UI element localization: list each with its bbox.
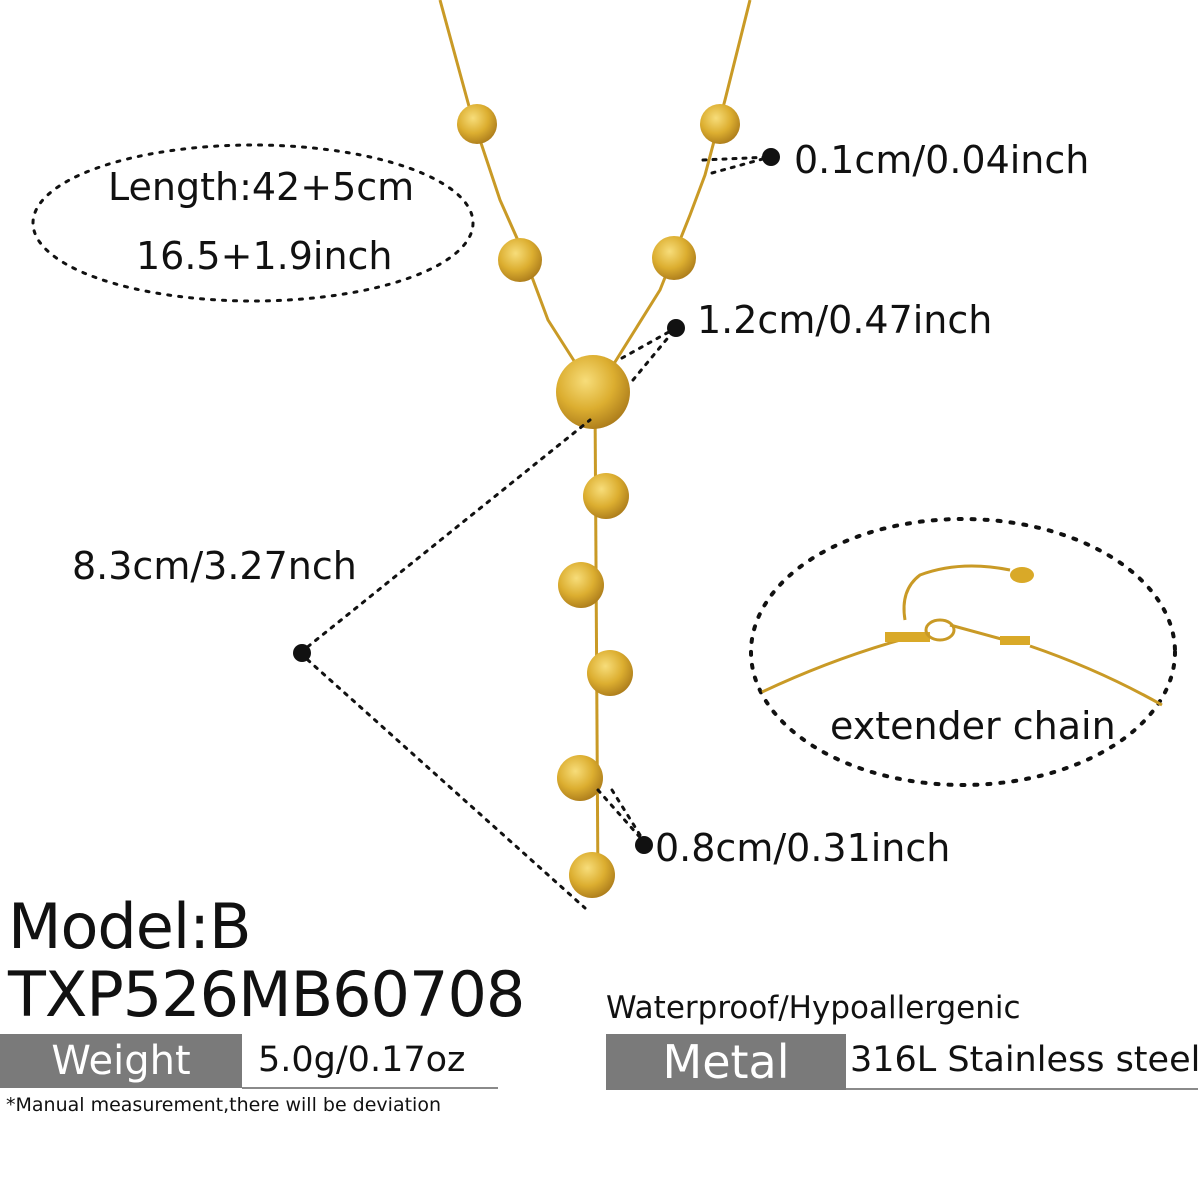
- weight-tag: Weight: [0, 1034, 242, 1088]
- dot-marker: [762, 148, 780, 166]
- disc: [558, 562, 604, 608]
- metal-underline: [846, 1088, 1198, 1090]
- measurement-footnote: *Manual measurement,there will be deviat…: [6, 1094, 441, 1116]
- disc: [700, 104, 740, 144]
- disc-large: [556, 355, 630, 429]
- gold-discs: [457, 104, 740, 898]
- length-inch-label: 16.5+1.9inch: [136, 234, 393, 278]
- sku-label: TXP526MB60708: [8, 958, 525, 1031]
- dot-marker: [635, 836, 653, 854]
- drop-length-label: 8.3cm/3.27nch: [72, 544, 357, 588]
- leader-small-disc: [596, 788, 647, 845]
- dot-marker: [667, 319, 685, 337]
- metal-tag: Metal: [606, 1034, 846, 1090]
- length-cm-label: Length:42+5cm: [108, 165, 415, 209]
- large-disc-size-label: 1.2cm/0.47inch: [697, 298, 993, 342]
- small-disc-size-label: 0.8cm/0.31inch: [655, 826, 951, 870]
- leader-large-disc: [620, 326, 678, 382]
- disc: [498, 238, 542, 282]
- weight-value: 5.0g/0.17oz: [258, 1040, 466, 1080]
- disc: [652, 236, 696, 280]
- weight-tag-label: Weight: [51, 1038, 191, 1084]
- chain-thickness-label: 0.1cm/0.04inch: [794, 138, 1090, 182]
- disc: [569, 852, 615, 898]
- extender-chain-icon: [761, 564, 1163, 707]
- disc: [583, 473, 629, 519]
- features-label: Waterproof/Hypoallergenic: [606, 990, 1021, 1026]
- metal-value: 316L Stainless steel: [850, 1040, 1200, 1080]
- extender-ellipse: [749, 517, 1177, 787]
- model-label: Model:B: [8, 890, 252, 963]
- disc: [587, 650, 633, 696]
- dot-marker: [293, 644, 311, 662]
- extender-chain-label: extender chain: [830, 704, 1116, 748]
- disc: [557, 755, 603, 801]
- disc: [457, 104, 497, 144]
- metal-tag-label: Metal: [662, 1035, 790, 1089]
- length-ellipse: [31, 143, 475, 303]
- weight-underline: [242, 1087, 498, 1089]
- leader-drop: [298, 418, 592, 910]
- leader-chain: [701, 155, 772, 175]
